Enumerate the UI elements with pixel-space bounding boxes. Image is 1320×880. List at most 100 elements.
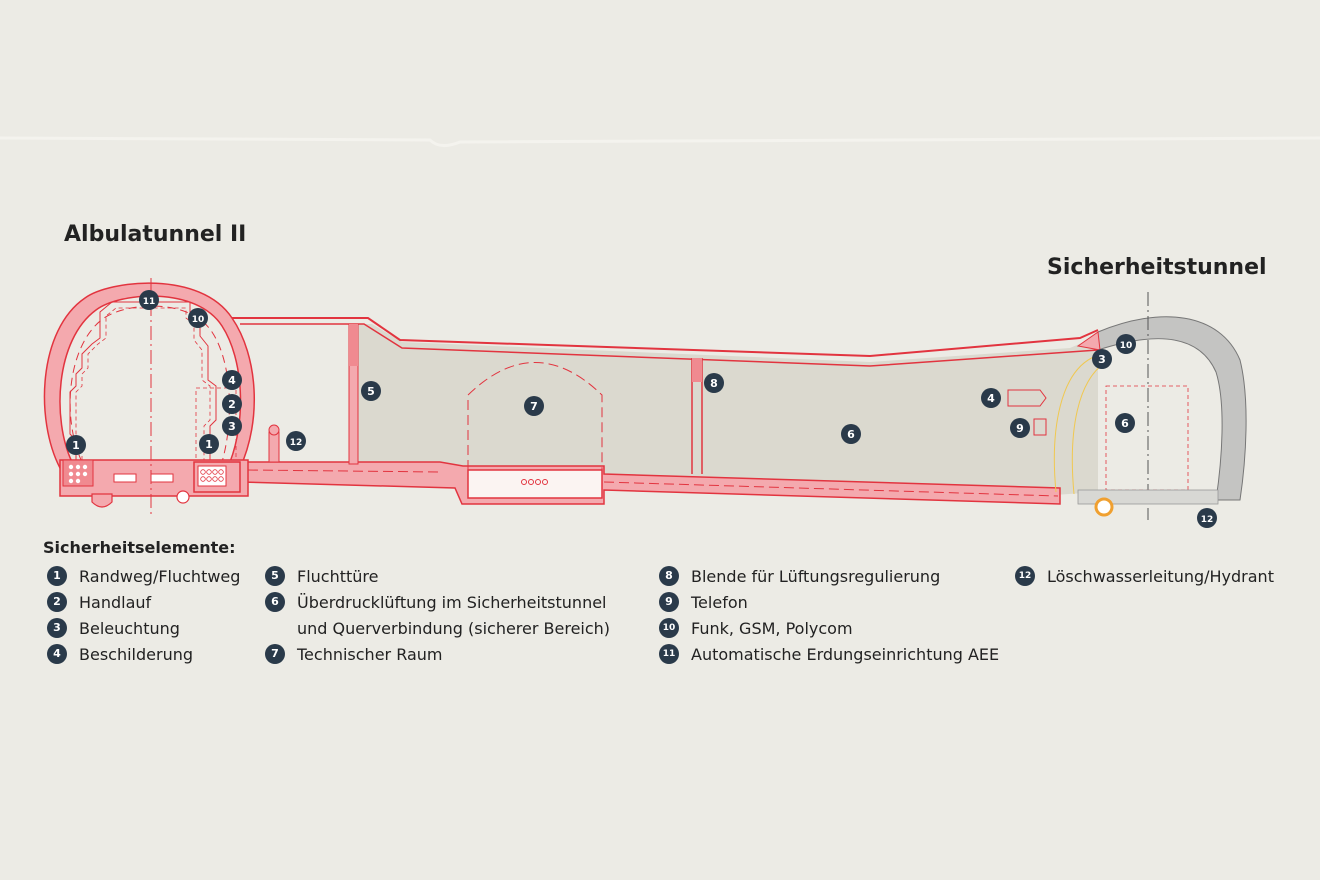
legend-item: 11 Automatische Erdungseinrichtung AEE — [659, 642, 999, 668]
marker-badge: 4 — [222, 370, 242, 390]
marker-badge: 6 — [1115, 413, 1135, 433]
marker-badge-circle — [1115, 413, 1135, 433]
legend-text: Beleuchtung — [79, 619, 180, 638]
legend-text: Randweg/Fluchtweg — [79, 567, 241, 586]
marker-badge-label: 3 — [1098, 353, 1106, 366]
marker-badge: 4 — [981, 388, 1001, 408]
technical-room-box — [467, 469, 603, 499]
marker-badge-label: 5 — [367, 385, 375, 398]
marker-badge: 11 — [139, 290, 159, 310]
marker-badge: 7 — [524, 396, 544, 416]
legend-item: 6 Überdrucklüftung im Sicherheitstunnel u… — [265, 590, 610, 642]
legend-badge: 3 — [47, 618, 67, 638]
marker-badge: 10 — [188, 308, 208, 328]
marker-badge-label: 6 — [847, 428, 855, 441]
legend-badge: 6 — [265, 592, 285, 612]
marker-badge: 8 — [704, 373, 724, 393]
marker-badge: 1 — [199, 434, 219, 454]
marker-badge-label: 10 — [1120, 341, 1133, 351]
legend-badge: 12 — [1015, 566, 1035, 586]
cross-passage-outline — [226, 317, 1099, 358]
legend-text: Fluchttüre — [297, 567, 379, 586]
marker-badge-circle — [361, 381, 381, 401]
legend-text: Überdrucklüftung im Sicherheitstunnel un… — [297, 593, 611, 638]
albula-cable-dots-right — [200, 469, 224, 482]
legend-heading: Sicherheitselemente: — [43, 538, 236, 557]
legend-item: 5 Fluchttüre — [265, 564, 610, 590]
marker-badge: 1 — [66, 435, 86, 455]
marker-badge: 2 — [222, 394, 242, 414]
marker-badge-circle — [524, 396, 544, 416]
albula-clearance-inner — [75, 307, 211, 460]
safety-tunnel-rock-ring — [1097, 316, 1247, 501]
legend-text: Technischer Raum — [297, 645, 443, 664]
marker-badge-circle — [981, 388, 1001, 408]
marker-badge-label: 11 — [143, 297, 156, 307]
legend-text: Funk, GSM, Polycom — [691, 619, 853, 638]
marker-badge-circle — [841, 424, 861, 444]
marker-badge: 10 — [1116, 334, 1136, 354]
marker-badge-label: 7 — [530, 400, 538, 413]
legend-item: 3 Beleuchtung — [47, 616, 240, 642]
marker-badge-circle — [188, 308, 208, 328]
marker-badge-circle — [1010, 418, 1030, 438]
legend-text: Beschilderung — [79, 645, 193, 664]
technical-room-arch — [467, 362, 603, 470]
legend-item: 10 Funk, GSM, Polycom — [659, 616, 999, 642]
marker-badge-label: 4 — [987, 392, 995, 405]
legend-badge: 11 — [659, 644, 679, 664]
safety-tunnel-ventilation-box — [1105, 385, 1189, 491]
legend-badge: 4 — [47, 644, 67, 664]
marker-badge: 12 — [1197, 508, 1217, 528]
legend-badge: 7 — [265, 644, 285, 664]
albula-rail-right — [150, 473, 174, 483]
marker-badge-circle — [222, 370, 242, 390]
safety-tunnel-pink-corner — [1076, 331, 1101, 351]
marker-badge: 9 — [1010, 418, 1030, 438]
ventilation-blind-top — [692, 358, 702, 382]
marker-badge-circle — [199, 434, 219, 454]
marker-badge-label: 3 — [228, 420, 236, 433]
marker-badge-label: 1 — [72, 439, 80, 452]
technical-room-dots — [521, 479, 548, 485]
marker-badge: 6 — [841, 424, 861, 444]
albula-rail-left — [113, 473, 137, 483]
albula-cable-dots-left — [68, 464, 88, 484]
telephone-icon — [1033, 418, 1047, 436]
marker-badge: 3 — [1092, 349, 1112, 369]
marker-badge-circle — [286, 431, 306, 451]
legend-text: Automatische Erdungseinrichtung AEE — [691, 645, 1000, 664]
legend-text: Handlauf — [79, 593, 152, 612]
marker-badge-label: 12 — [1201, 515, 1214, 525]
escape-door-top — [349, 324, 358, 366]
marker-badge-label: 4 — [228, 374, 236, 387]
safety-tunnel-yellow-profile — [1053, 355, 1107, 495]
marker-badge-circle — [66, 435, 86, 455]
marker-badge-label: 9 — [1016, 422, 1024, 435]
safety-tunnel-title: Sicherheitstunnel — [1047, 255, 1267, 280]
marker-badge-circle — [1116, 334, 1136, 354]
albula-cable-box — [197, 465, 227, 487]
marker-badge: 12 — [286, 431, 306, 451]
safety-tunnel-floor — [1077, 489, 1219, 505]
legend-badge: 5 — [265, 566, 285, 586]
marker-badge-label: 8 — [710, 377, 718, 390]
marker-badge-label: 12 — [290, 438, 303, 448]
marker-badge-circle — [704, 373, 724, 393]
marker-badge-label: 6 — [1121, 417, 1129, 430]
marker-badge-label: 10 — [192, 315, 205, 325]
legend-badge: 10 — [659, 618, 679, 638]
marker-badge-circle — [222, 394, 242, 414]
marker-badge: 3 — [222, 416, 242, 436]
legend-column: 5 Fluchttüre 6 Überdrucklüftung im Sicherhe… — [265, 564, 610, 668]
albula-drain-left — [91, 493, 113, 508]
legend-text: Blende für Lüftungsregulierung — [691, 567, 941, 586]
albula-hydrant-icon — [268, 424, 280, 463]
signage-arrow-icon — [1007, 389, 1047, 407]
